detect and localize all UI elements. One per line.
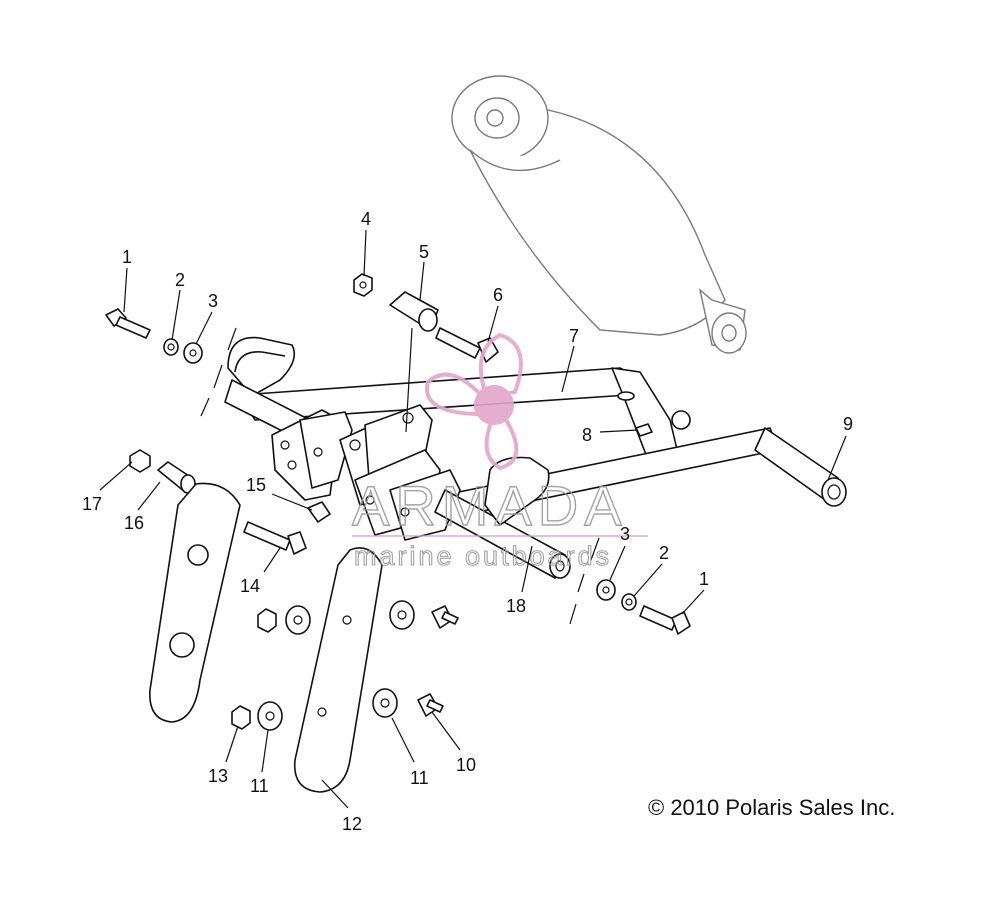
washer-11-upper-right <box>389 600 415 630</box>
washer-3-left <box>183 342 203 364</box>
callout-12: 12 <box>342 814 362 834</box>
bolt-1-right <box>639 605 691 635</box>
callout-8: 8 <box>582 425 592 445</box>
callout-numbers: 1 2 3 4 5 6 7 8 9 10 11 11 12 13 14 15 1… <box>82 209 853 834</box>
washer-2-left <box>163 338 179 356</box>
watermark-title: ARMADA <box>352 474 628 537</box>
washer-11-upper-left <box>285 605 311 635</box>
bolt-14 <box>243 521 307 555</box>
callout-9: 9 <box>843 414 853 434</box>
propeller-logo-icon <box>425 332 523 471</box>
callout-2-left: 2 <box>175 270 185 290</box>
grease-fitting-8 <box>635 423 653 437</box>
callout-6: 6 <box>493 285 503 305</box>
grease-fitting-15 <box>307 501 331 523</box>
callout-13: 13 <box>208 766 228 786</box>
washer-11-lower-right <box>372 688 398 718</box>
callout-3-right: 3 <box>620 524 630 544</box>
link-left <box>149 482 241 723</box>
watermark: ARMADA marine outboards <box>351 332 648 572</box>
washer-2-right <box>621 593 637 611</box>
spacer-5 <box>389 291 439 332</box>
callout-1-left: 1 <box>122 247 132 267</box>
pivot-brackets <box>271 404 461 541</box>
callout-5: 5 <box>419 242 429 262</box>
callout-11-right: 11 <box>410 768 429 788</box>
callout-18: 18 <box>506 596 526 616</box>
spacer-16 <box>157 461 196 494</box>
callout-17: 17 <box>82 494 102 514</box>
shock-absorber <box>451 75 747 354</box>
nut-4 <box>353 273 373 297</box>
nut-13-upper <box>257 608 277 633</box>
bolt-10-lower <box>417 693 444 717</box>
callout-10: 10 <box>456 755 476 775</box>
bolt-1-left <box>105 308 151 339</box>
washer-11-lower-left <box>257 701 283 731</box>
centerlines <box>200 327 600 625</box>
link-right <box>293 547 383 793</box>
bolt-10-upper <box>431 605 459 629</box>
washer-3-right <box>596 579 616 601</box>
callout-1-right: 1 <box>699 569 709 589</box>
nut-13-lower <box>231 705 251 730</box>
nut-17 <box>129 449 151 473</box>
callout-14: 14 <box>240 576 260 596</box>
callout-2-right: 2 <box>659 543 669 563</box>
callout-4: 4 <box>361 209 371 229</box>
cross-tube <box>434 456 571 579</box>
callout-15: 15 <box>246 475 266 495</box>
callout-7: 7 <box>569 326 579 346</box>
copyright-notice: © 2010 Polaris Sales Inc. <box>648 795 896 820</box>
watermark-subtitle: marine outboards <box>354 541 612 571</box>
callout-3-left: 3 <box>208 291 218 311</box>
callout-11-left: 11 <box>250 776 269 796</box>
callout-16: 16 <box>124 513 144 533</box>
leader-lines <box>99 229 847 809</box>
shaft <box>754 427 847 507</box>
